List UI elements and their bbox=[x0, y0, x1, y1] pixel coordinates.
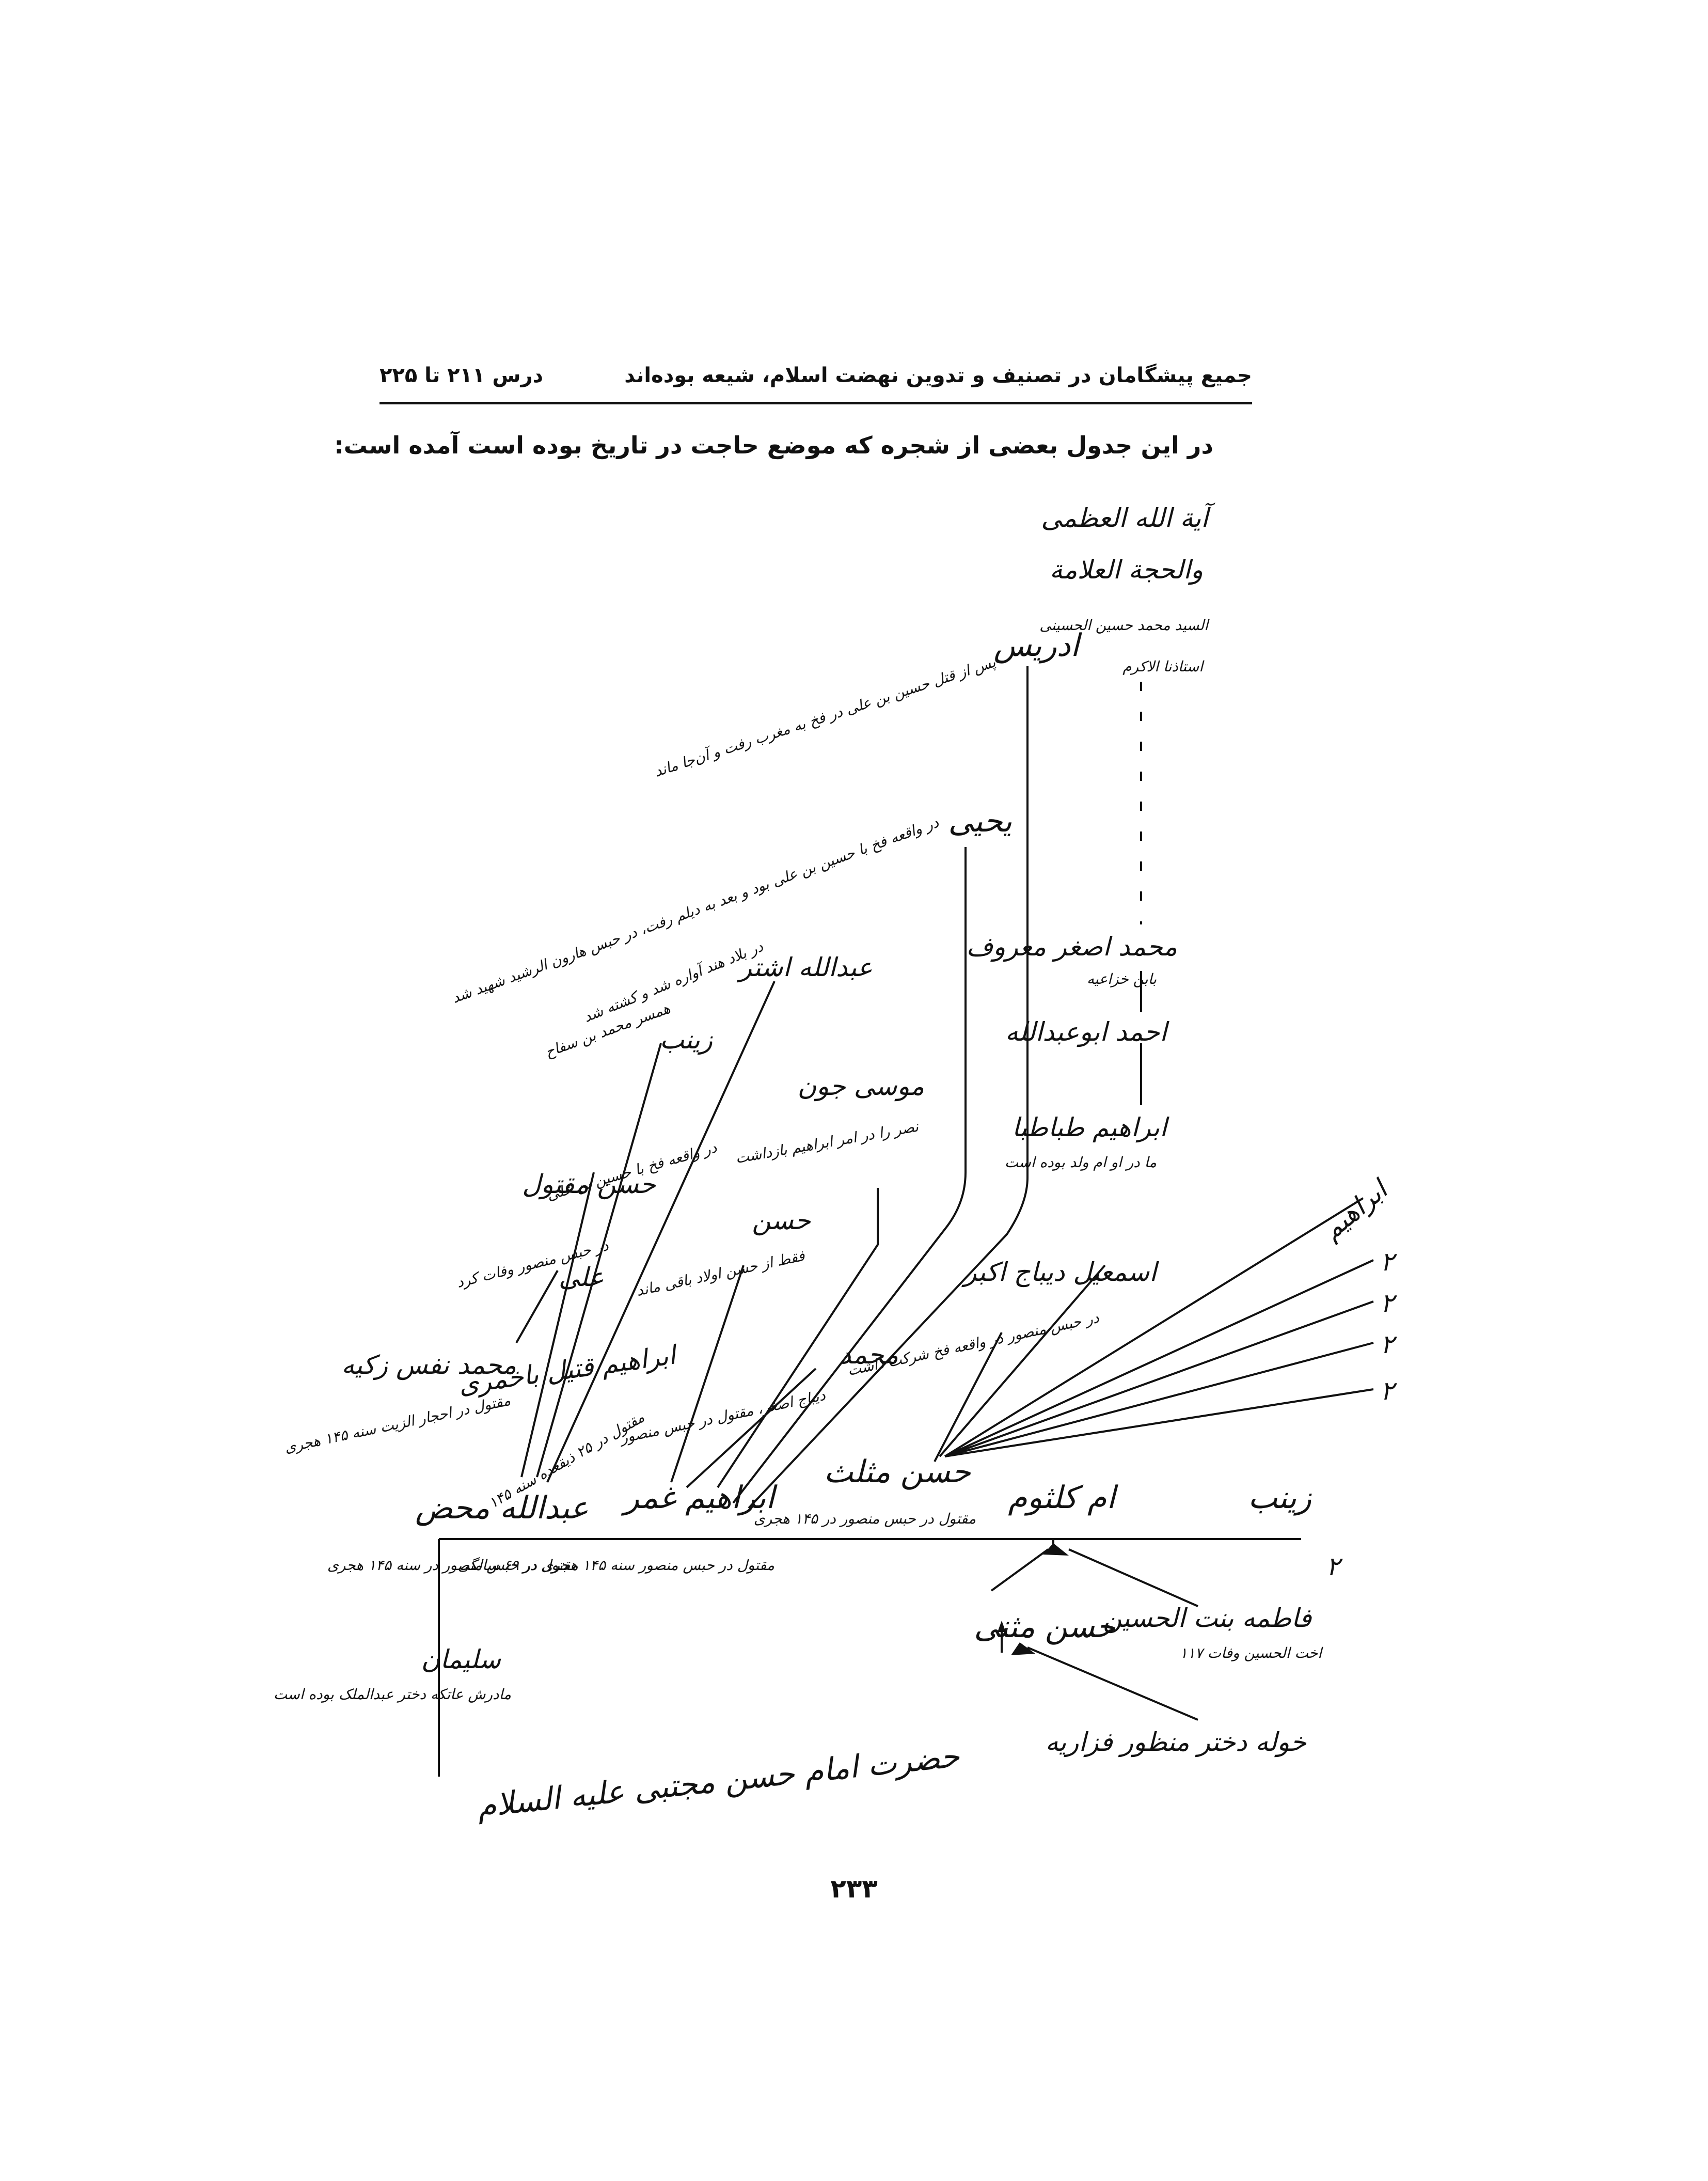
child-name: موسی جون bbox=[797, 1071, 924, 1102]
fatima-name: فاطمه بنت الحسین bbox=[1103, 1603, 1312, 1634]
child-name: محمد bbox=[840, 1340, 898, 1370]
gen2-name: حسن مثلث bbox=[824, 1454, 971, 1490]
fan-mark: ۲ bbox=[1380, 1329, 1397, 1359]
running-header: جمیع پیشگامان در تصنیف و تدوین نهضت اسلا… bbox=[379, 356, 1252, 398]
imam-name: حضرت امام حسن مجتبی علیه السلام bbox=[475, 1738, 961, 1825]
author-line-4: استاذنا الاکرم bbox=[1122, 658, 1205, 675]
child-name: عبدالله اشتر bbox=[736, 952, 873, 983]
fan-mark: ۲ bbox=[1380, 1247, 1397, 1277]
sulayman-note: مادرش عاتکه دختر عبدالملک بوده است bbox=[274, 1686, 511, 1703]
arrow-fatima bbox=[1068, 1548, 1198, 1607]
child-name: ابراهیم قتیل باخمری bbox=[456, 1340, 680, 1401]
header-rule bbox=[379, 402, 1252, 404]
fan-mark: ۲ bbox=[1380, 1288, 1397, 1318]
connector-fan-ibrahim bbox=[944, 1197, 1364, 1457]
arrowhead-khawla bbox=[1011, 1642, 1035, 1655]
author-line-2: والحجة العلامة bbox=[1050, 555, 1203, 585]
connector-ismail bbox=[939, 1264, 1106, 1457]
khawla-name: خوله دختر منظور فزاریه bbox=[1046, 1727, 1307, 1758]
child-note: دیباج اصغر، مقتول در حبس منصور bbox=[618, 1386, 827, 1447]
page-number: ۲۳۳ bbox=[830, 1874, 878, 1904]
child-name: حسن مقتول bbox=[522, 1169, 656, 1200]
header-lesson-range: درس ۲۱۱ تا ۲۲۵ bbox=[379, 364, 544, 387]
connector-fan-2a bbox=[944, 1259, 1374, 1457]
gen2-name: عبدالله محض bbox=[415, 1490, 589, 1526]
arrow-hasan-muthanna bbox=[990, 1548, 1049, 1592]
connector-idris bbox=[748, 666, 1029, 1509]
author-line-1: آیة الله العظمی bbox=[1041, 503, 1215, 533]
chain-note: ما در او ام ولد بوده است bbox=[1005, 1154, 1157, 1171]
child-name: یحیی bbox=[948, 803, 1012, 839]
child-note: پس از قتل حسین بن علی در فخ به مغرب رفت … bbox=[652, 653, 998, 780]
sulayman-name: سلیمان bbox=[421, 1644, 502, 1674]
connector-fan-2d bbox=[944, 1388, 1374, 1457]
connector-ali bbox=[515, 1270, 559, 1343]
header-title: جمیع پیشگامان در تصنیف و تدوین نهضت اسلا… bbox=[624, 364, 1252, 387]
child-note: نصر را در امر ابراهیم بازداشت bbox=[734, 1118, 921, 1167]
arrowhead-fatima bbox=[1043, 1543, 1069, 1556]
child-note: فقط از حسن اولاد باقی ماند bbox=[635, 1247, 807, 1299]
child-name: محمد نفس زکیه bbox=[341, 1350, 516, 1380]
fan-mark: ۲ bbox=[1380, 1376, 1397, 1406]
arrow-khawla bbox=[1027, 1646, 1198, 1721]
connector-fan-2b bbox=[944, 1300, 1374, 1457]
arrowheads bbox=[998, 1543, 1069, 1655]
chain-name: ابراهیم طباطبا bbox=[1012, 1112, 1169, 1143]
tree-connectors bbox=[438, 666, 1374, 1777]
child-name: ادریس bbox=[993, 627, 1082, 664]
connector-hasan bbox=[670, 1265, 745, 1483]
connector-muhammad-small bbox=[686, 1368, 817, 1488]
gen2-name: زینب bbox=[1248, 1480, 1312, 1516]
gen2-name: ام کلثوم bbox=[1008, 1480, 1118, 1516]
connector-ibrahim-tabataba bbox=[934, 1332, 1003, 1462]
child-note: مقتول در احجار الزیت سنه ۱۴۵ هجری bbox=[283, 1392, 512, 1456]
connector-musa-jun bbox=[717, 1188, 879, 1488]
chain-name: احمد ابوعبدالله bbox=[1005, 1017, 1169, 1047]
child-name: اسمعیل دیباج اکبر bbox=[961, 1257, 1159, 1288]
number-mark: ۲ bbox=[1326, 1551, 1343, 1581]
author-line-3: السید محمد حسین الحسینی bbox=[1039, 617, 1210, 634]
child-name: حسن bbox=[752, 1205, 811, 1236]
connector-fan-2c bbox=[944, 1342, 1374, 1457]
chain-name: محمد اصغر معروف bbox=[966, 932, 1177, 962]
connector-yahya bbox=[732, 847, 967, 1504]
gen2-note: مقتول در حبس منصور در سنه ۱۴۵ هجری bbox=[327, 1557, 578, 1574]
chain-note: بابن خزاعیه bbox=[1087, 970, 1157, 987]
connector-abdullah-ashtar bbox=[546, 981, 776, 1483]
child-name: ابراهیم bbox=[1317, 1173, 1395, 1246]
intro-text: در این جدول بعضی از شجره که موضع حاجت در… bbox=[334, 431, 1213, 459]
connector-zaynab bbox=[536, 1043, 662, 1478]
gen2-note: مقتول در حبس منصور در ۱۴۵ هجری bbox=[754, 1510, 976, 1527]
fatima-note: اخت الحسین وفات ۱۱۷ bbox=[1180, 1644, 1324, 1661]
gen2-note: مقتول در حبس منصور سنه ۱۴۵ هجری در ۶۹ سا… bbox=[458, 1557, 774, 1574]
connector-hasan-maqtul bbox=[520, 1172, 595, 1478]
child-name: زینب bbox=[660, 1025, 713, 1055]
child-name: علی bbox=[559, 1262, 604, 1292]
arrowhead-imam bbox=[998, 1621, 1006, 1632]
gen2-name: ابراهیم غمر bbox=[621, 1480, 778, 1516]
hasan-muthanna: حسن مثنی bbox=[974, 1609, 1116, 1645]
